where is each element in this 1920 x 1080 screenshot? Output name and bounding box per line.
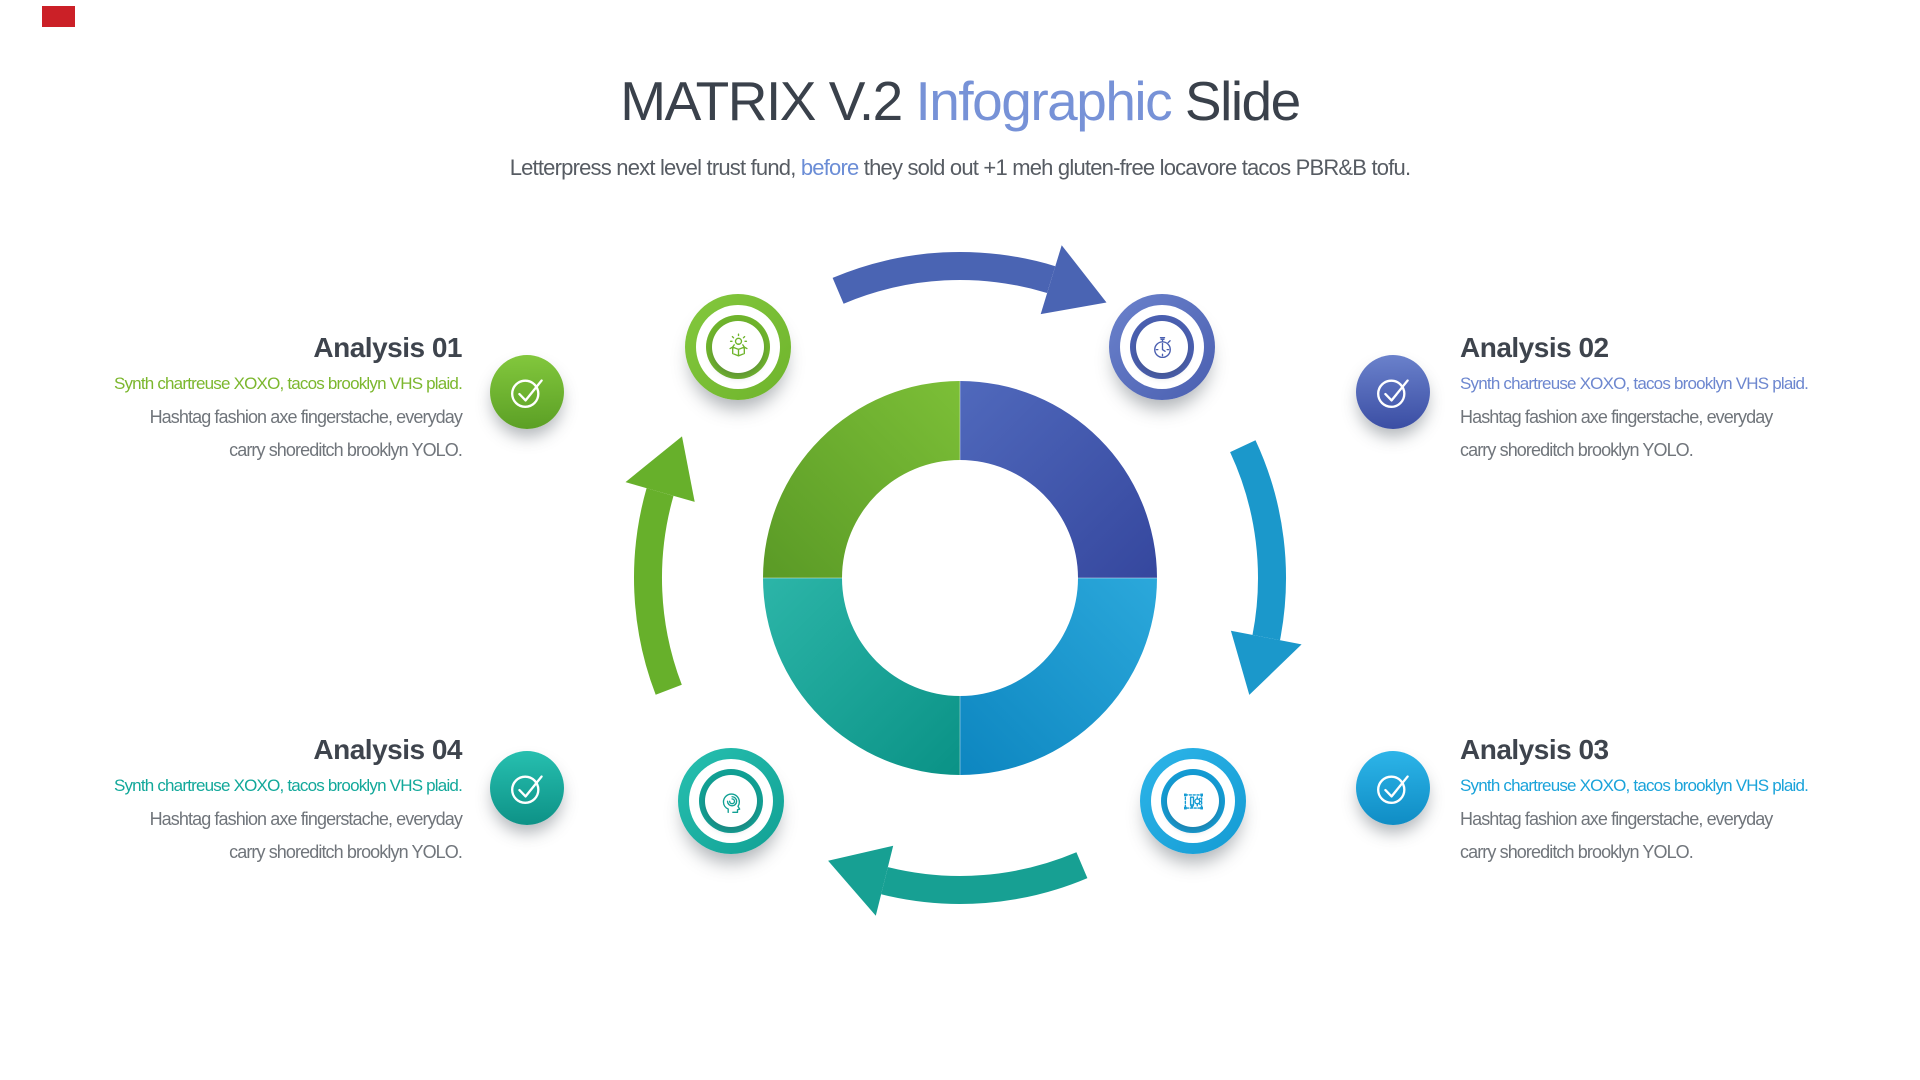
badge-core: [1167, 775, 1219, 827]
cycle-arrow-right-clockwise: [1230, 440, 1287, 641]
section-analysis-02: Analysis 02 Synth chartreuse XOXO, tacos…: [1460, 331, 1920, 467]
badge-inner-ring: [1161, 769, 1225, 833]
section-analysis-01: Analysis 01 Synth chartreuse XOXO, tacos…: [0, 331, 463, 467]
section-accent-text: Synth chartreuse XOXO, tacos brooklyn VH…: [113, 775, 463, 795]
badge-core: [1136, 321, 1188, 373]
badge-core: [705, 775, 757, 827]
body-line: Hashtag fashion axe fingerstache, everyd…: [149, 406, 463, 427]
title-text-dark-1: MATRIX V.2: [620, 70, 916, 132]
section-title: Analysis 01: [313, 332, 462, 363]
section-analysis-04: Analysis 04 Synth chartreuse XOXO, tacos…: [0, 733, 463, 869]
subtitle-text-1: Letterpress next level trust fund,: [509, 155, 801, 180]
slide-subtitle: Letterpress next level trust fund, befor…: [0, 155, 1920, 181]
donut-segment-top-left-green: [763, 381, 960, 578]
check-marker-03: [1356, 751, 1430, 825]
section-body-text: Hashtag fashion axe fingerstache, everyd…: [0, 803, 463, 869]
section-title: Analysis 04: [313, 734, 462, 765]
section-accent-text: Synth chartreuse XOXO, tacos brooklyn VH…: [1460, 775, 1809, 795]
section-body-text: Hashtag fashion axe fingerstache, everyd…: [0, 401, 463, 467]
idea-box-icon: [728, 332, 748, 357]
body-line: carry shoreditch brooklyn YOLO.: [229, 439, 463, 460]
body-line: carry shoreditch brooklyn YOLO.: [229, 841, 463, 862]
stopwatch-icon: [1153, 336, 1171, 358]
section-title: Analysis 03: [1460, 734, 1609, 765]
cycle-arrow-bottom-clockwise-head: [828, 845, 894, 916]
badge-white-ring: [1151, 759, 1235, 843]
donut-segment-bottom-right-cyan: [960, 578, 1157, 775]
stage-badge-mind: [678, 748, 784, 854]
donut-segment-bottom-left-teal: [763, 578, 960, 775]
stage-badge-time: [1109, 294, 1215, 400]
body-line: Hashtag fashion axe fingerstache, everyd…: [149, 808, 463, 829]
check-marker-02: [1356, 355, 1430, 429]
badge-inner-ring: [699, 769, 763, 833]
check-marker-04: [490, 751, 564, 825]
badge-core: [712, 321, 764, 373]
section-accent-text: Synth chartreuse XOXO, tacos brooklyn VH…: [113, 373, 463, 393]
check-icon: [511, 775, 543, 804]
cycle-arrow-top-clockwise-head: [1040, 245, 1107, 315]
mind-maze-icon: [722, 792, 740, 813]
badge-white-ring: [696, 305, 780, 389]
design-tool-icon: [1183, 793, 1203, 809]
stage-badge-design: [1140, 748, 1246, 854]
subtitle-text-highlight: before: [800, 155, 859, 180]
donut-segment-top-right-blue: [960, 381, 1157, 578]
stage-badge-idea: [685, 294, 791, 400]
title-text-dark-2: Slide: [1171, 70, 1301, 132]
body-line: carry shoreditch brooklyn YOLO.: [1460, 439, 1694, 460]
body-line: Hashtag fashion axe fingerstache, everyd…: [1460, 808, 1773, 829]
check-marker-01: [490, 355, 564, 429]
section-title: Analysis 02: [1460, 332, 1609, 363]
badge-white-ring: [1120, 305, 1204, 389]
badge-white-ring: [689, 759, 773, 843]
check-icon: [511, 379, 543, 408]
section-body-text: Hashtag fashion axe fingerstache, everyd…: [1460, 401, 1920, 467]
slide-title: MATRIX V.2 Infographic Slide: [0, 70, 1920, 133]
cycle-arrow-left-clockwise-head: [625, 436, 695, 502]
title-text-highlight: Infographic: [915, 70, 1173, 132]
section-body-text: Hashtag fashion axe fingerstache, everyd…: [1460, 803, 1920, 869]
badge-inner-ring: [1130, 315, 1194, 379]
section-analysis-03: Analysis 03 Synth chartreuse XOXO, tacos…: [1460, 733, 1920, 869]
check-icon: [1377, 379, 1409, 408]
subtitle-text-2: they sold out +1 meh gluten-free locavor…: [858, 155, 1411, 180]
cycle-arrow-top-clockwise: [832, 251, 1056, 304]
cycle-arrow-left-clockwise: [634, 488, 682, 695]
red-corner-mark: [42, 6, 75, 27]
check-icon: [1377, 775, 1409, 804]
body-line: Hashtag fashion axe fingerstache, everyd…: [1460, 406, 1773, 427]
cycle-arrow-bottom-clockwise: [881, 852, 1088, 905]
cycle-arrow-right-clockwise-head: [1230, 630, 1302, 695]
section-accent-text: Synth chartreuse XOXO, tacos brooklyn VH…: [1460, 373, 1809, 393]
badge-inner-ring: [706, 315, 770, 379]
body-line: carry shoreditch brooklyn YOLO.: [1460, 841, 1694, 862]
